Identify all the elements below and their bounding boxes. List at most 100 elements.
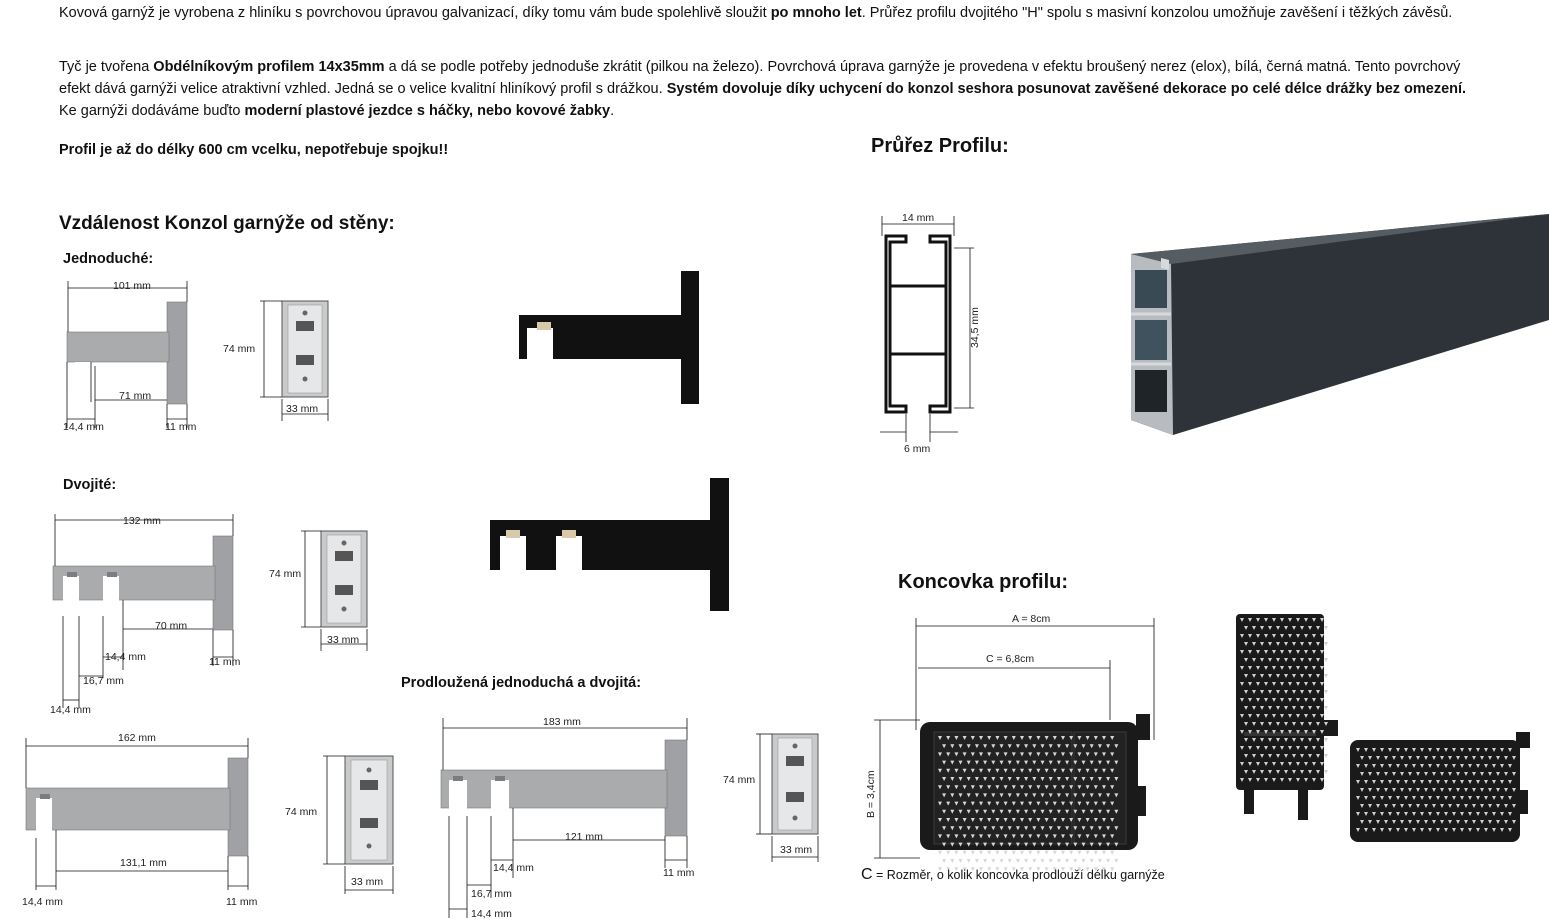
texture-dot: [1484, 764, 1488, 768]
texture-dot: [1284, 690, 1288, 694]
texture-dot: [1252, 690, 1256, 694]
texture-dot: [991, 744, 996, 749]
texture-dot: [1284, 754, 1288, 758]
texture-dot: [1492, 748, 1496, 752]
texture-dot: [942, 809, 947, 814]
texture-dot: [1296, 618, 1300, 622]
texture-dot: [954, 736, 959, 740]
texture-dot: [1110, 818, 1115, 822]
texture-dot: [1081, 777, 1086, 781]
texture-dot: [1093, 834, 1098, 839]
texture-dot: [1296, 746, 1300, 750]
texture-dot: [1312, 698, 1316, 702]
texture-dot: [1061, 834, 1065, 839]
texture-dot: [1011, 768, 1016, 773]
texture-dot: [1296, 714, 1300, 718]
texture-dot: [1048, 760, 1053, 765]
texture-dot: [983, 826, 988, 831]
double-plate-w-label: 33 mm: [327, 634, 359, 646]
texture-dot: [1040, 760, 1045, 765]
texture-dot: [991, 859, 996, 863]
texture-dot: [1504, 772, 1508, 776]
single-plate-h-label: 74 mm: [223, 343, 255, 355]
texture-dot: [987, 785, 992, 790]
texture-dot: [1015, 760, 1020, 765]
texture-dot: [1032, 760, 1037, 765]
texture-dot: [1089, 842, 1094, 847]
texture-dot: [1114, 760, 1119, 765]
texture-dot: [1384, 820, 1388, 824]
texture-dot: [1048, 859, 1053, 863]
texture-dot: [1052, 752, 1057, 757]
texture-dot: [962, 736, 967, 740]
texture-dot: [1240, 698, 1244, 702]
texture-dot: [1268, 658, 1272, 662]
texture-dot: [1400, 772, 1404, 776]
texture-dot: [1404, 812, 1408, 816]
texture-dot: [1260, 754, 1264, 758]
texture-dot: [1011, 752, 1016, 757]
texture-dot: [1292, 754, 1296, 758]
texture-dot: [1480, 756, 1484, 760]
texture-dot: [1312, 762, 1316, 766]
texture-dot: [1432, 820, 1436, 824]
texture-dot: [1276, 658, 1280, 662]
texture-dot: [1284, 674, 1288, 678]
texture-dot: [1260, 658, 1264, 662]
texture-dot: [1504, 804, 1508, 808]
texture-dot: [1252, 722, 1256, 726]
texture-dot: [1036, 818, 1041, 822]
texture-dot: [1264, 634, 1268, 638]
texture-dot: [1240, 682, 1244, 686]
texture-dot: [1324, 690, 1328, 694]
texture-dot: [1256, 746, 1260, 750]
texture-dot: [1032, 809, 1037, 814]
texture-dot: [1436, 828, 1440, 832]
texture-dot: [1316, 674, 1320, 678]
texture-dot: [1061, 801, 1065, 806]
ext-double-wall-label: 11 mm: [663, 867, 695, 879]
texture-dot: [1048, 809, 1053, 814]
texture-dot: [1093, 867, 1098, 872]
texture-dot: [1372, 780, 1376, 784]
texture-dot: [1044, 736, 1049, 740]
texture-dot: [1248, 778, 1252, 782]
texture-dot: [1416, 772, 1420, 776]
texture-dot: [1416, 820, 1420, 824]
texture-dot: [1288, 650, 1292, 654]
ext-single-wall-label: 11 mm: [226, 896, 258, 908]
texture-dot: [1404, 748, 1408, 752]
texture-dot: [1244, 706, 1248, 710]
texture-dot: [1440, 772, 1444, 776]
texture-dot: [1444, 828, 1448, 832]
texture-dot: [1444, 748, 1448, 752]
ext-single-inner-label: 131,1 mm: [120, 857, 167, 869]
texture-dot: [1288, 746, 1292, 750]
texture-dot: [1106, 826, 1111, 831]
texture-dot: [1484, 780, 1488, 784]
texture-dot: [1396, 812, 1400, 816]
texture-dot: [1384, 788, 1388, 792]
texture-dot: [1077, 736, 1082, 740]
ext-single-plate-w-label: 33 mm: [351, 876, 383, 888]
texture-dot: [1388, 828, 1392, 832]
texture-dot: [1428, 748, 1432, 752]
texture-dot: [1308, 738, 1312, 742]
single-gap-label: 14,4 mm: [63, 421, 104, 433]
texture-dot: [1040, 859, 1045, 863]
texture-dot: [1048, 744, 1053, 749]
texture-dot: [1114, 809, 1119, 814]
texture-dot: [995, 867, 1000, 872]
texture-dot: [1256, 714, 1260, 718]
texture-dot: [1044, 834, 1049, 839]
texture-dot: [1384, 756, 1388, 760]
texture-dot: [938, 785, 942, 790]
texture-dot: [1032, 744, 1037, 749]
texture-dot: [983, 793, 988, 798]
texture-dot: [1440, 788, 1444, 792]
texture-dot: [954, 768, 959, 773]
texture-dot: [1052, 818, 1057, 822]
texture-dot: [1468, 812, 1472, 816]
texture-dot: [1077, 785, 1082, 790]
texture-dot: [1308, 706, 1312, 710]
